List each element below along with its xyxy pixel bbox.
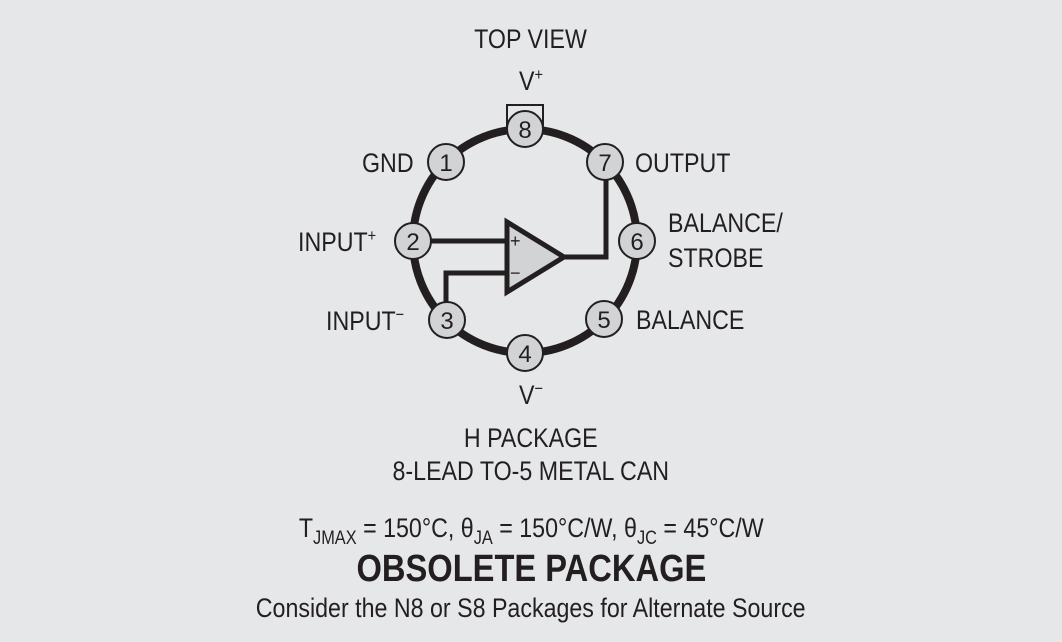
- package-description: 8-LEAD TO-5 METAL CAN: [392, 456, 670, 486]
- supply-negative-label: V−: [518, 379, 544, 410]
- wire-input-minus: [443, 270, 508, 303]
- pin-1: 1: [427, 143, 465, 181]
- view-label: TOP VIEW: [474, 24, 588, 54]
- pin-3: 3: [428, 301, 466, 339]
- pin-2: 2: [394, 222, 432, 260]
- pin-7: 7: [586, 143, 624, 181]
- opamp-plus-sign: +: [510, 231, 521, 251]
- svg-text:3: 3: [440, 308, 453, 335]
- svg-text:6: 6: [630, 229, 643, 256]
- wire-output: [565, 178, 609, 260]
- pin-6-label-line1: BALANCE/: [668, 208, 783, 238]
- svg-text:2: 2: [406, 229, 419, 256]
- obsolete-status: OBSOLETE PACKAGE: [356, 548, 706, 590]
- thermal-specs: TJMAX = 150°C, θJA = 150°C/W, θJC = 45°C…: [298, 513, 764, 549]
- pin-2-label: INPUT+: [298, 226, 377, 257]
- pin-8: 8: [506, 110, 544, 148]
- svg-text:1: 1: [439, 150, 452, 177]
- package-name: H PACKAGE: [464, 423, 598, 453]
- svg-text:5: 5: [597, 307, 610, 334]
- svg-text:4: 4: [518, 341, 531, 368]
- svg-text:8: 8: [518, 117, 531, 144]
- svg-text:7: 7: [598, 150, 611, 177]
- pin-5-label: BALANCE: [636, 305, 745, 335]
- alternate-source-note: Consider the N8 or S8 Packages for Alter…: [256, 593, 806, 623]
- opamp-minus-sign: −: [510, 263, 521, 283]
- pin-3-label: INPUT−: [326, 305, 405, 336]
- pin-1-label: GND: [362, 148, 414, 178]
- opamp-symbol: [504, 217, 569, 297]
- pin-6: 6: [618, 222, 656, 260]
- pin-6-label-line2: STROBE: [668, 243, 764, 273]
- pin-5: 5: [585, 300, 623, 338]
- pin-4: 4: [506, 334, 544, 372]
- supply-positive-label: V+: [518, 65, 544, 96]
- pin-7-label: OUTPUT: [635, 148, 731, 178]
